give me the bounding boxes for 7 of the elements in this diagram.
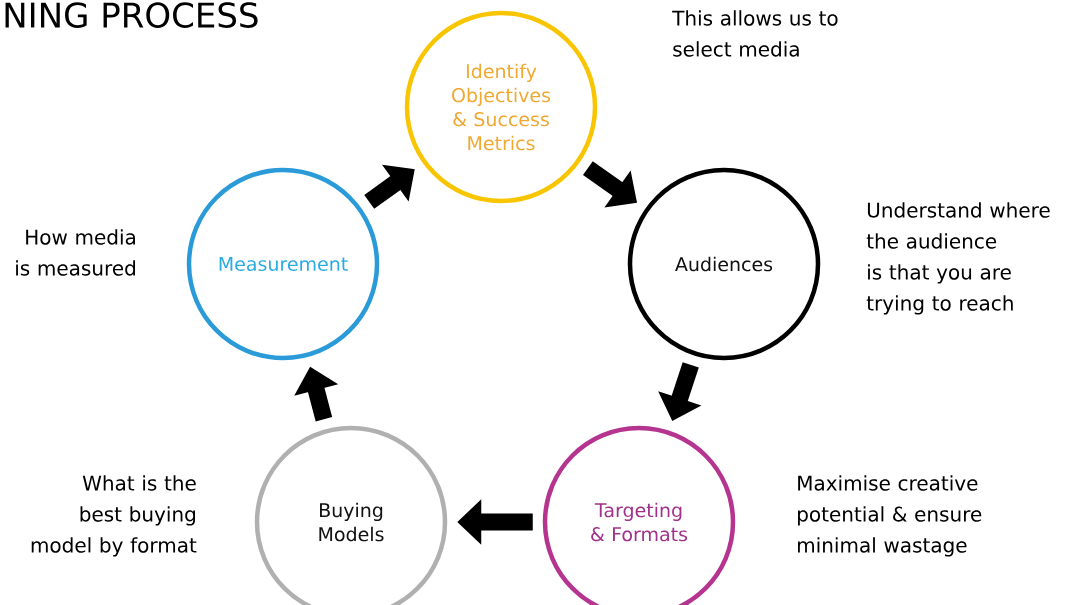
description-text: Maximise creative potential & ensure minimal wastage (798, 475, 982, 557)
title: NING PROCESS (5, 2, 258, 28)
description-text: Understand where the audience is that you are trying to reach (866, 202, 1050, 315)
block-arrow (364, 164, 415, 209)
description-text: What is the best buying model by format (31, 475, 197, 557)
description-text: This allows us to select media (672, 10, 838, 57)
description-text: How media is measured (16, 229, 135, 276)
